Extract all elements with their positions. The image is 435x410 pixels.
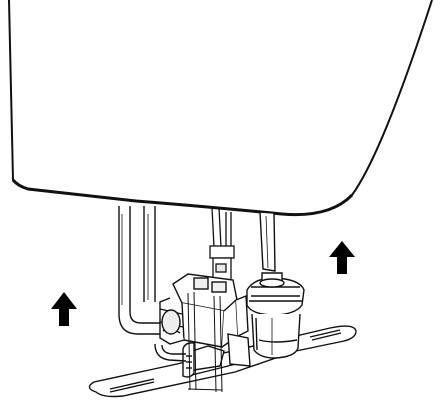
housing-shell [8, 0, 433, 216]
housing-lower-edge [11, 178, 354, 217]
left-pipes [118, 206, 160, 335]
right-drain-pipe [259, 211, 276, 272]
valve-block [154, 273, 251, 393]
left-up-arrow [51, 292, 77, 326]
pump-container [246, 272, 305, 359]
right-up-arrow [329, 241, 355, 274]
